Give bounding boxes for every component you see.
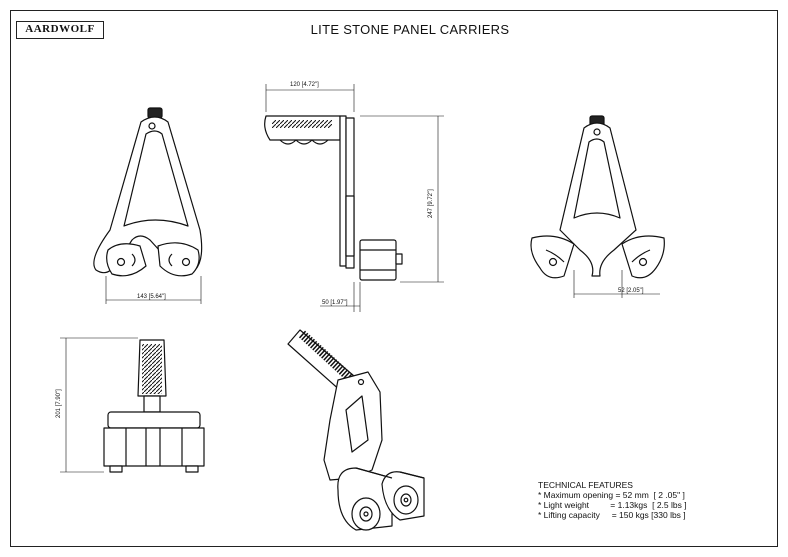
technical-features: TECHNICAL FEATURES * Maximum opening = 5…	[538, 480, 687, 520]
front-view	[93, 107, 203, 304]
handle-end-view	[60, 337, 205, 473]
page-title: LITE STONE PANEL CARRIERS	[310, 22, 510, 37]
dim-bottom-height: 201 [7.90"]	[56, 389, 62, 418]
rear-view	[530, 115, 665, 298]
feature-lifting-capacity: * Lifting capacity = 150 kgs [330 lbs ]	[538, 510, 686, 520]
drawing-sheet	[10, 10, 778, 547]
feature-light-weight: * Light weight = 1.13kgs [ 2.5 lbs ]	[538, 500, 687, 510]
dim-side-height: 247 [9.72"]	[428, 189, 434, 218]
dim-opening: 52 [2.05"]	[618, 288, 644, 294]
dim-side-base: 50 [1.97"]	[322, 300, 348, 306]
technical-features-heading: TECHNICAL FEATURES	[538, 480, 633, 490]
dim-front-width: 143 [5.64"]	[137, 294, 166, 300]
side-view	[264, 84, 444, 312]
feature-max-opening: * Maximum opening = 52 mm [ 2 .05" ]	[538, 490, 685, 500]
dim-handle-length: 120 [4.72"]	[290, 82, 319, 88]
brand-logo: AARDWOLF	[16, 21, 104, 39]
isometric-view	[287, 329, 425, 531]
